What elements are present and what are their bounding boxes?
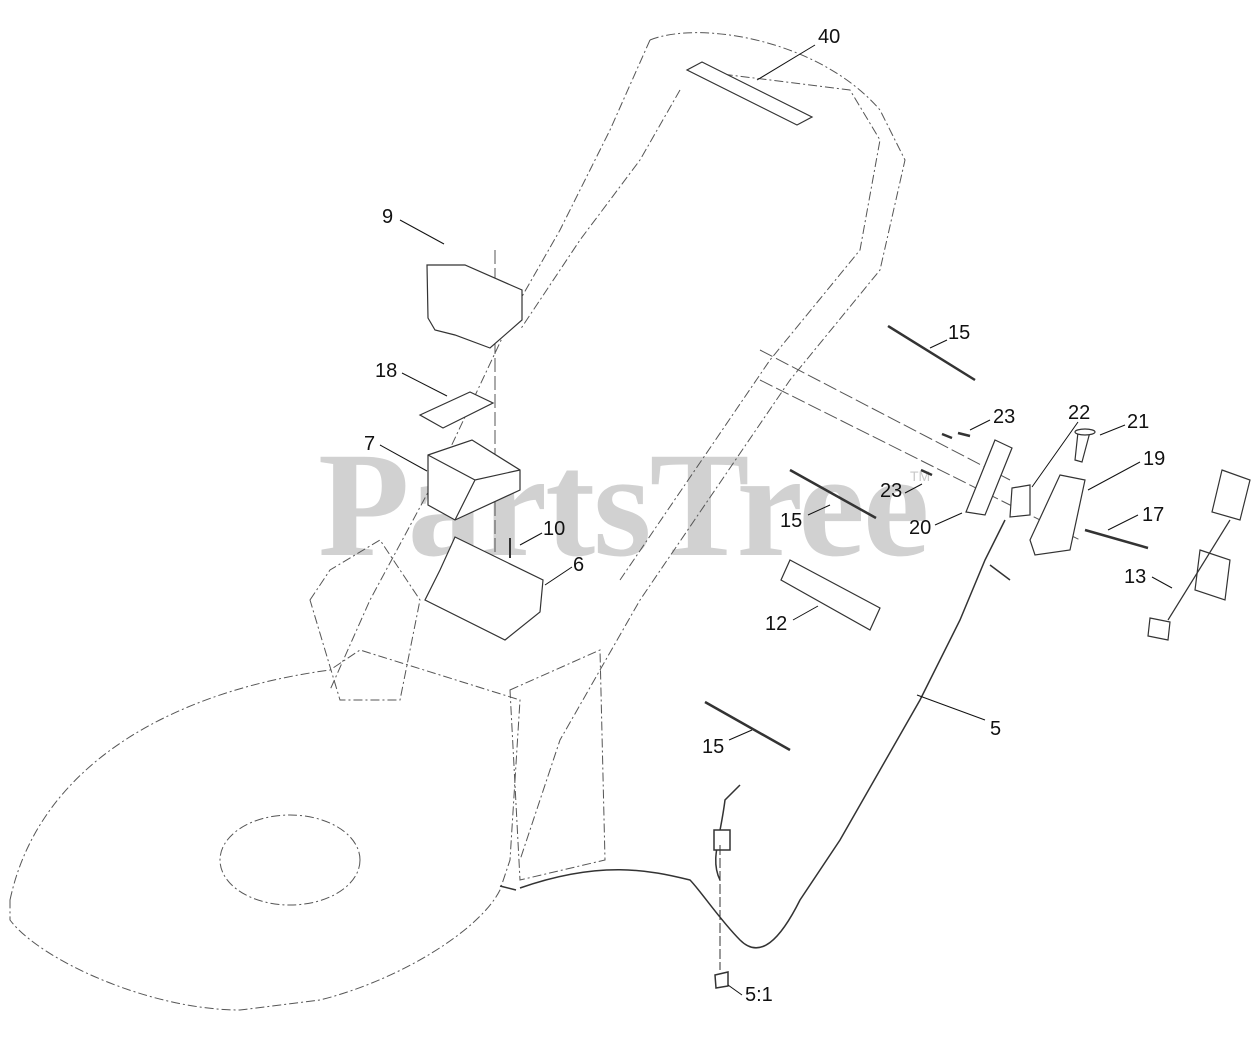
callout-23-upper[interactable]: 23	[993, 406, 1016, 428]
callout-12[interactable]: 12	[765, 613, 788, 635]
part-21-key	[1074, 431, 1091, 463]
callout-7[interactable]: 7	[364, 433, 376, 455]
rear-guard	[309, 539, 421, 701]
callout-13[interactable]: 13	[1124, 566, 1147, 588]
part-15-tie-upper	[887, 324, 976, 382]
callout-22[interactable]: 22	[1068, 402, 1091, 424]
part-22-switch	[1009, 484, 1031, 518]
part-40-decal	[685, 61, 814, 126]
callout-20[interactable]: 20	[909, 517, 932, 539]
callout-19[interactable]: 19	[1143, 448, 1166, 470]
callout-15-middle[interactable]: 15	[780, 510, 803, 532]
watermark: PartsTree	[318, 422, 929, 588]
handle-inner	[519, 69, 881, 581]
callout-18[interactable]: 18	[375, 360, 398, 382]
callout-23-lower[interactable]: 23	[880, 480, 903, 502]
callout-40[interactable]: 40	[818, 26, 841, 48]
leader-lines	[379, 44, 1173, 996]
right-bracket	[509, 649, 606, 881]
deck-opening	[219, 814, 361, 906]
callout-15-lower[interactable]: 15	[702, 736, 725, 758]
callout-5-1[interactable]: 5:1	[745, 984, 773, 1006]
part-6-tray	[424, 536, 544, 641]
part-5-1-cap	[714, 971, 729, 989]
callout-15-upper[interactable]: 15	[948, 322, 971, 344]
part-13-charger	[1211, 469, 1251, 521]
part-18-pad	[418, 391, 495, 429]
axis-line-3	[759, 379, 1081, 541]
callout-10[interactable]: 10	[543, 518, 566, 540]
callout-21[interactable]: 21	[1127, 411, 1150, 433]
part-9-cover	[426, 264, 523, 349]
mower-deck	[9, 649, 521, 1011]
part-15-tie-lower	[704, 700, 791, 752]
part-15-tie-middle	[789, 468, 877, 520]
part-20-bracket	[965, 439, 1013, 516]
part-12-decal	[780, 559, 881, 631]
part-23-screw-c	[920, 468, 933, 477]
part-23-screw-b	[957, 431, 971, 438]
handle-frame	[329, 32, 906, 861]
part-17-pin	[1084, 528, 1149, 550]
callout-6[interactable]: 6	[573, 554, 585, 576]
part-23-screw-a	[941, 432, 953, 440]
callout-5[interactable]: 5	[990, 718, 1002, 740]
callout-9[interactable]: 9	[382, 206, 394, 228]
part-19-housing	[1029, 474, 1086, 556]
axis-line-2	[759, 349, 1011, 481]
callout-17[interactable]: 17	[1142, 504, 1165, 526]
